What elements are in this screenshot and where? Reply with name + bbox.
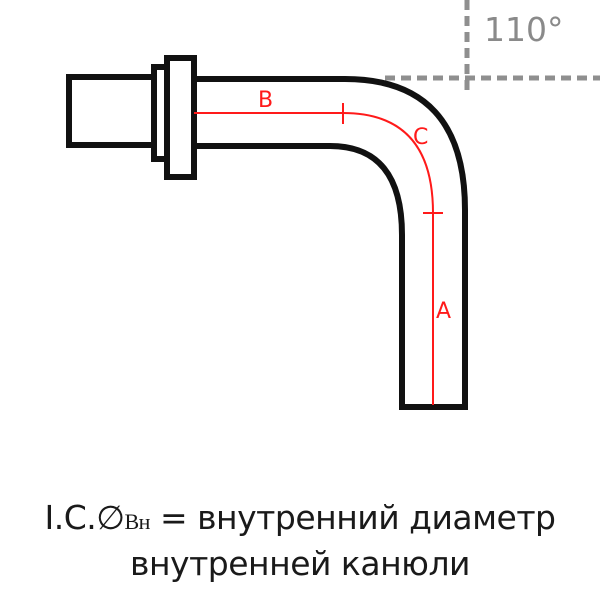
tube-outer-wall [194, 76, 468, 407]
diameter-symbol: ∅ [96, 498, 125, 537]
label-c: C [413, 125, 428, 150]
cannula-tube [194, 76, 468, 410]
caption-prefix: I.C. [44, 498, 97, 537]
caption-line1-text: внутренний диаметр [197, 498, 556, 537]
angle-label: 110° [484, 10, 564, 49]
tube-inner-wall [194, 143, 405, 407]
caption-line-1: I.C.∅Вн = внутренний диаметр [0, 498, 600, 537]
caption-equals: = [149, 498, 198, 537]
segment-c-arc [342, 112, 434, 214]
connector [66, 55, 197, 180]
angle-guide-lines [385, 0, 600, 92]
caption-line-2: внутренней канюли [130, 544, 470, 583]
connector-large-flange [164, 55, 197, 180]
caption-subscript: Вн [124, 509, 151, 534]
measurement-centerline [194, 103, 443, 405]
connector-stub [66, 74, 158, 148]
label-a: A [436, 299, 451, 324]
label-b: B [258, 88, 273, 113]
